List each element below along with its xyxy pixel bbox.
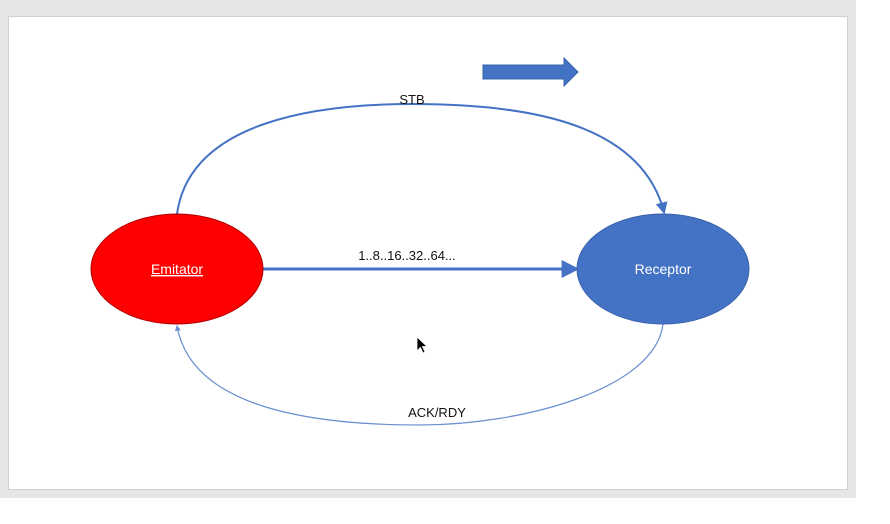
strobe-label: STB — [399, 92, 424, 107]
emitter-ellipse — [90, 213, 264, 325]
receiver-node[interactable]: Receptor — [576, 213, 750, 325]
emitter-node[interactable]: Emitator — [90, 213, 264, 325]
ack-arrow — [174, 323, 664, 426]
bottom-gutter — [0, 498, 890, 524]
receiver-ellipse — [576, 213, 750, 325]
ack-label: ACK/RDY — [408, 405, 466, 420]
emitter-label: Emitator — [151, 261, 203, 277]
block-arrow-icon — [482, 56, 579, 88]
mouse-cursor-icon — [416, 336, 429, 354]
strobe-arrow — [176, 102, 668, 215]
right-gutter — [856, 0, 890, 524]
receiver-label: Receptor — [635, 261, 692, 277]
data-label: 1..8..16..32..64... — [358, 248, 456, 263]
